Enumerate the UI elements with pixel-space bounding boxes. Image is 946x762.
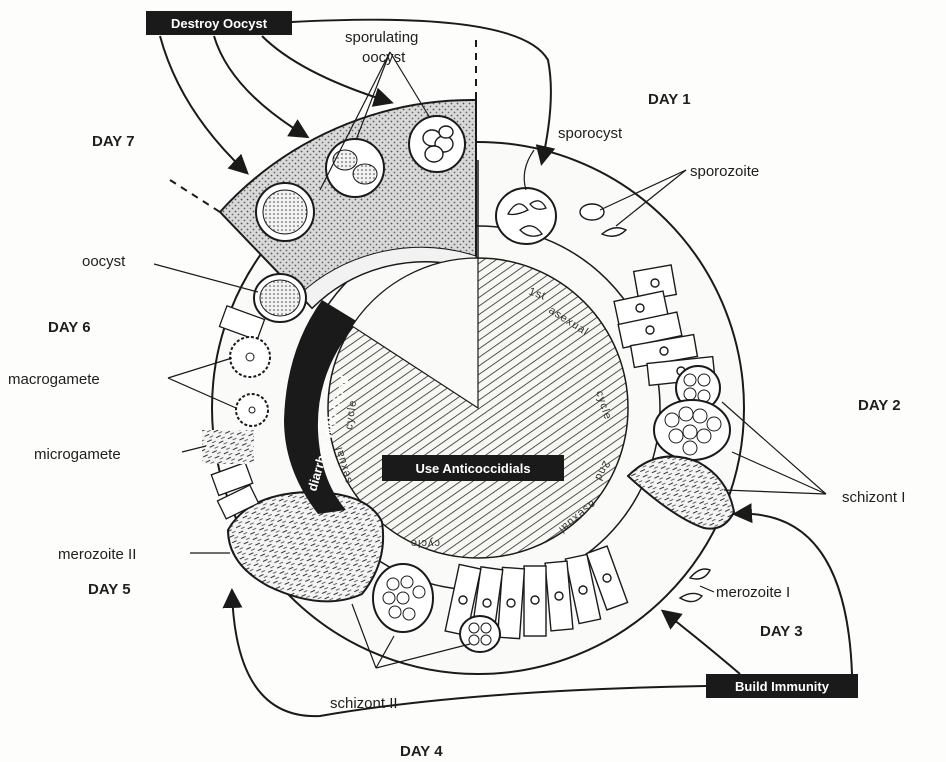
merozoite-2-bundle [228, 492, 383, 601]
label-sporocyst: sporocyst [558, 125, 623, 142]
label-merozoite-2: merozoite II [58, 546, 136, 563]
day-7-label: DAY 7 [92, 133, 135, 150]
day-6-label: DAY 6 [48, 319, 91, 336]
schizont-1-cluster-b [654, 400, 730, 460]
label-sporulating-oocyst: oocyst [362, 49, 406, 66]
destroy-oocyst-label: Destroy Oocyst [171, 16, 268, 31]
sporulating-oocyst-2 [326, 139, 384, 197]
sporulating-oocyst-1 [256, 183, 314, 241]
wedge-dash-left [170, 180, 220, 212]
label-sporulating: sporulating [345, 29, 418, 46]
label-microgamete: microgamete [34, 446, 121, 463]
day-3-label: DAY 3 [760, 623, 803, 640]
label-sporozoite: sporozoite [690, 163, 759, 180]
sporocyst-cell [496, 188, 556, 244]
macrogamete-cell-a [230, 337, 270, 377]
label-schizont-2: schizont II [330, 695, 398, 712]
build-immunity-label: Build Immunity [735, 679, 830, 694]
day-4-label: DAY 4 [400, 743, 443, 760]
label-merozoite-1: merozoite I [716, 584, 790, 601]
oocyst-cell [254, 274, 306, 322]
schizont-2-cluster-b [460, 616, 500, 652]
ring-label-cycle-2: cycle [410, 537, 440, 549]
day-1-label: DAY 1 [648, 91, 691, 108]
day-5-label: DAY 5 [88, 581, 131, 598]
macrogamete-cell-b [236, 394, 268, 426]
microgamete-cells [202, 430, 254, 464]
schizont-2-cluster-a [373, 564, 433, 632]
label-macrogamete: macrogamete [8, 371, 100, 388]
label-oocyst: oocyst [82, 253, 126, 270]
anticoccidials-label: Use Anticoccidials [415, 461, 530, 476]
sporulating-oocyst-3 [409, 116, 465, 172]
label-schizont-1: schizont I [842, 489, 905, 506]
day-2-label: DAY 2 [858, 397, 901, 414]
